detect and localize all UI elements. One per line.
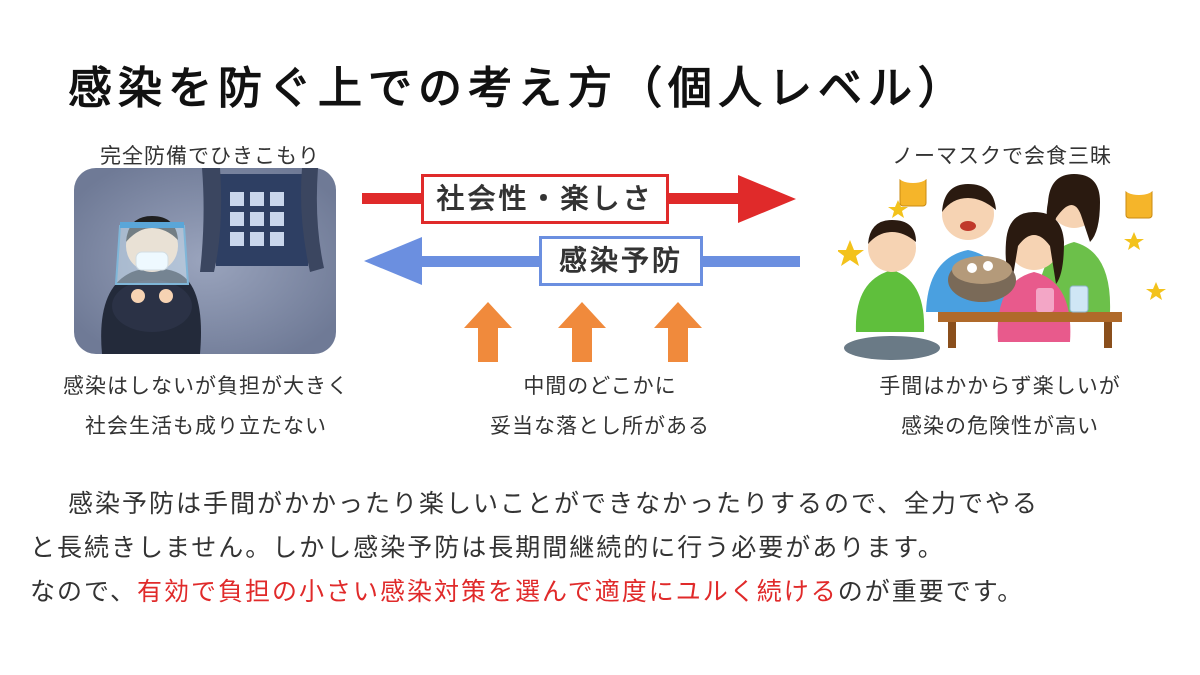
right-caption: ノーマスクで会食三昧 bbox=[892, 144, 1112, 168]
summary-paragraph: 感染予防は手間がかかったり楽しいことができなかったりするので、全力でやる と長続… bbox=[30, 482, 1180, 614]
infection-prevention-label: 感染予防 bbox=[539, 236, 703, 286]
right-desc-line1: 手間はかからず楽しいが bbox=[879, 374, 1121, 398]
orange-up-arrow-2 bbox=[558, 302, 606, 362]
paragraph-line3-prefix: なので、 bbox=[30, 577, 138, 606]
middle-desc-line1: 中間のどこかに bbox=[523, 374, 677, 398]
paragraph-line2: と長続きしません。しかし感染予防は長期間継続的に行う必要があります。 bbox=[30, 526, 1180, 570]
left-desc-line1: 感染はしないが負担が大きく bbox=[63, 374, 349, 398]
right-description: 手間はかからず楽しいが 感染の危険性が高い bbox=[820, 366, 1180, 446]
left-desc-line2: 社会生活も成り立たない bbox=[85, 414, 327, 438]
paragraph-line3-suffix: のが重要です。 bbox=[837, 577, 1025, 606]
paragraph-line2-text: と長続きしません。しかし感染予防は長期間継続的に行う必要があります。 bbox=[30, 533, 945, 562]
middle-description: 中間のどこかに 妥当な落とし所がある bbox=[420, 366, 780, 446]
paragraph-line3: なので、有効で負担の小さい感染対策を選んで適度にユルく続けるのが重要です。 bbox=[30, 570, 1180, 614]
person-with-face-shield-sitting-icon bbox=[74, 168, 336, 354]
right-desc-line2: 感染の危険性が高い bbox=[901, 414, 1099, 438]
page-title: 感染を防ぐ上での考え方（個人レベル） bbox=[68, 63, 968, 114]
left-caption: 完全防備でひきこもり bbox=[100, 144, 320, 168]
paragraph-line3-highlight: 有効で負担の小さい感染対策を選んで適度にユルく続ける bbox=[137, 577, 838, 606]
left-description: 感染はしないが負担が大きく 社会生活も成り立たない bbox=[26, 366, 386, 446]
orange-up-arrow-1 bbox=[464, 302, 512, 362]
paragraph-line1-text: 感染予防は手間がかかったり楽しいことができなかったりするので、全力でやる bbox=[68, 489, 1040, 518]
paragraph-line1: 感染予防は手間がかかったり楽しいことができなかったりするので、全力でやる bbox=[30, 482, 1180, 526]
orange-up-arrow-3 bbox=[654, 302, 702, 362]
friends-party-dining-icon bbox=[836, 162, 1168, 362]
middle-desc-line2: 妥当な落とし所がある bbox=[490, 414, 710, 438]
social-fun-label: 社会性・楽しさ bbox=[421, 174, 669, 224]
